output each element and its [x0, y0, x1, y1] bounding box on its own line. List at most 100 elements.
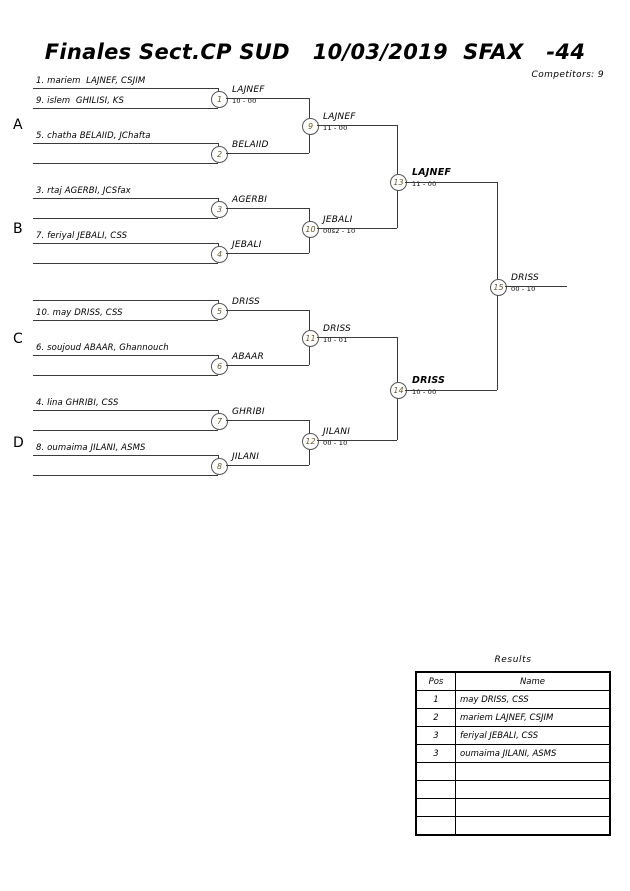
group-label-c: C [13, 331, 23, 347]
table-row: 2 mariem LAJNEF, CSJIM [415, 708, 611, 727]
entry-line [33, 263, 218, 264]
entry-line [33, 475, 218, 476]
match-winner-12: JILANI [323, 427, 351, 437]
match-winner-8: JILANI [232, 452, 260, 462]
results-table: Pos Name 1 may DRISS, CSS 2 mariem LAJNE… [415, 671, 611, 836]
match-score-10: 00s2 - 10 [323, 227, 356, 235]
winner-line [226, 153, 309, 154]
entry-label: 7. feriyal JEBALI, CSS [36, 231, 128, 241]
entry-line [33, 320, 218, 321]
competitors-count: Competitors: 9 [531, 70, 604, 80]
match-score-11: 10 - 01 [323, 336, 348, 344]
table-row: 1 may DRISS, CSS [415, 690, 611, 709]
winner-line [317, 337, 397, 338]
match-number-10[interactable]: 10 [302, 221, 319, 238]
result-name: mariem LAJNEF, CSJIM [455, 708, 611, 727]
result-pos: 3 [415, 744, 456, 763]
match-winner-14: DRISS [412, 375, 446, 386]
entry-line [33, 143, 218, 144]
result-pos: 1 [415, 690, 456, 709]
match-number-7[interactable]: 7 [211, 413, 228, 430]
table-header-row: Pos Name [415, 671, 611, 691]
result-pos [415, 762, 456, 781]
table-row [415, 798, 611, 817]
table-row [415, 780, 611, 799]
entry-label: 1. mariem LAJNEF, CSJIM [36, 76, 146, 86]
result-name [455, 798, 611, 817]
result-pos [415, 780, 456, 799]
group-label-b: B [13, 221, 23, 237]
table-row [415, 816, 611, 836]
results-title: Results [494, 655, 532, 665]
entry-line [33, 198, 218, 199]
match-number-4[interactable]: 4 [211, 246, 228, 263]
table-row: 3 oumaima JILANI, ASMS [415, 744, 611, 763]
match-score-1: 10 - 00 [232, 97, 257, 105]
result-name: oumaima JILANI, ASMS [455, 744, 611, 763]
match-winner-13: LAJNEF [412, 167, 452, 178]
winner-line [226, 253, 309, 254]
match-winner-5: DRISS [232, 297, 260, 307]
match-number-15[interactable]: 15 [490, 279, 507, 296]
match-score-9: 11 - 00 [323, 124, 348, 132]
match-winner-9: LAJNEF [323, 112, 356, 122]
winner-line [226, 208, 309, 209]
result-name [455, 762, 611, 781]
winner-line [317, 228, 397, 229]
match-score-13: 11 - 00 [412, 180, 437, 188]
match-winner-2: BELAIID [232, 140, 269, 150]
winner-line [317, 440, 397, 441]
match-number-6[interactable]: 6 [211, 358, 228, 375]
entry-label: 9. islem GHILISI, KS [36, 96, 124, 106]
winner-line [226, 420, 309, 421]
match-number-13[interactable]: 13 [390, 174, 407, 191]
winner-line [226, 98, 309, 99]
group-label-d: D [13, 435, 24, 451]
results-panel: Results Pos Name 1 may DRISS, CSS 2 mari… [415, 655, 611, 836]
entry-line [33, 243, 218, 244]
result-name [455, 780, 611, 799]
entry-label: 5. chatha BELAIID, JChafta [36, 131, 151, 141]
winner-line [226, 365, 309, 366]
match-number-9[interactable]: 9 [302, 118, 319, 135]
result-pos [415, 798, 456, 817]
entry-label: 10. may DRISS, CSS [36, 308, 123, 318]
entry-line [33, 375, 218, 376]
match-number-3[interactable]: 3 [211, 201, 228, 218]
match-score-14: 10 - 00 [412, 388, 437, 396]
entry-line [33, 88, 218, 89]
result-pos [415, 816, 456, 836]
entry-line [33, 108, 218, 109]
entry-line [33, 163, 218, 164]
match-number-5[interactable]: 5 [211, 303, 228, 320]
result-pos: 2 [415, 708, 456, 727]
match-score-15: 00 - 10 [511, 285, 536, 293]
match-number-11[interactable]: 11 [302, 330, 319, 347]
winner-line [405, 182, 497, 183]
entry-line [33, 455, 218, 456]
entry-label: 8. oumaima JILANI, ASMS [36, 443, 146, 453]
result-pos: 3 [415, 726, 456, 745]
column-header-name: Name [455, 671, 611, 691]
match-winner-4: JEBALI [232, 240, 262, 250]
match-number-12[interactable]: 12 [302, 433, 319, 450]
match-number-2[interactable]: 2 [211, 146, 228, 163]
entry-line [33, 410, 218, 411]
match-winner-1: LAJNEF [232, 85, 265, 95]
champion-line [505, 286, 567, 287]
page-title: Finales Sect.CP SUD 10/03/2019 SFAX -44 [44, 40, 586, 64]
match-winner-7: GHRIBI [232, 407, 265, 417]
match-number-8[interactable]: 8 [211, 458, 228, 475]
column-header-pos: Pos [415, 671, 456, 691]
entry-label: 6. soujoud ABAAR, Ghannouch [36, 343, 169, 353]
match-winner-11: DRISS [323, 324, 351, 334]
table-row: 3 feriyal JEBALI, CSS [415, 726, 611, 745]
match-winner-3: AGERBI [232, 195, 268, 205]
match-number-1[interactable]: 1 [211, 91, 228, 108]
match-winner-6: ABAAR [232, 352, 264, 362]
table-row [415, 762, 611, 781]
entry-label: 3. rtaj AGERBI, JCSfax [36, 186, 131, 196]
winner-line [405, 390, 497, 391]
result-name: may DRISS, CSS [455, 690, 611, 709]
